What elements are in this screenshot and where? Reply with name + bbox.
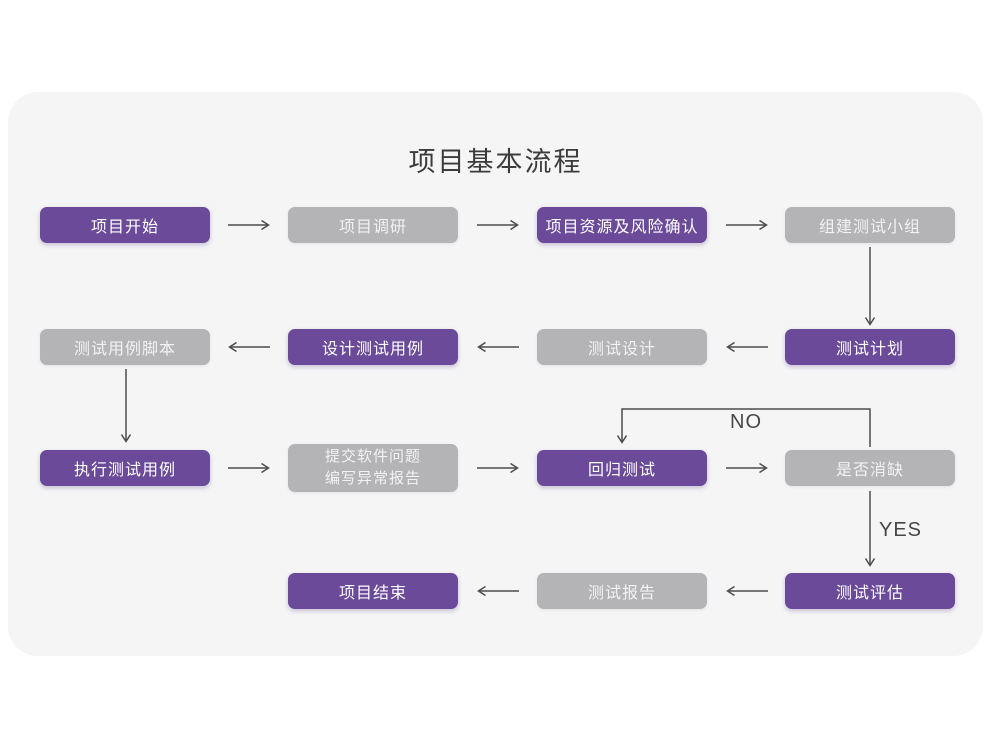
node-build-test-team: 组建测试小组 [785,207,955,243]
node-test-report: 测试报告 [537,573,707,609]
node-test-plan: 测试计划 [785,329,955,365]
node-project-research: 项目调研 [288,207,458,243]
node-execute-test-cases: 执行测试用例 [40,450,210,486]
page-title: 项目基本流程 [408,147,583,177]
node-resource-risk-confirm: 项目资源及风险确认 [537,207,707,243]
edge-label-no: NO [730,411,762,433]
node-design-test-cases: 设计测试用例 [288,329,458,365]
node-project-start: 项目开始 [40,207,210,243]
node-project-end: 项目结束 [288,573,458,609]
flowchart-card [8,92,983,656]
node-test-evaluation: 测试评估 [785,573,955,609]
edge-label-yes: YES [879,519,923,541]
node-submit-issue-report: 提交软件问题 编写异常报告 [288,444,458,492]
node-test-design: 测试设计 [537,329,707,365]
node-regression-test: 回归测试 [537,450,707,486]
node-defect-cleared: 是否消缺 [785,450,955,486]
node-test-case-script: 测试用例脚本 [40,329,210,365]
